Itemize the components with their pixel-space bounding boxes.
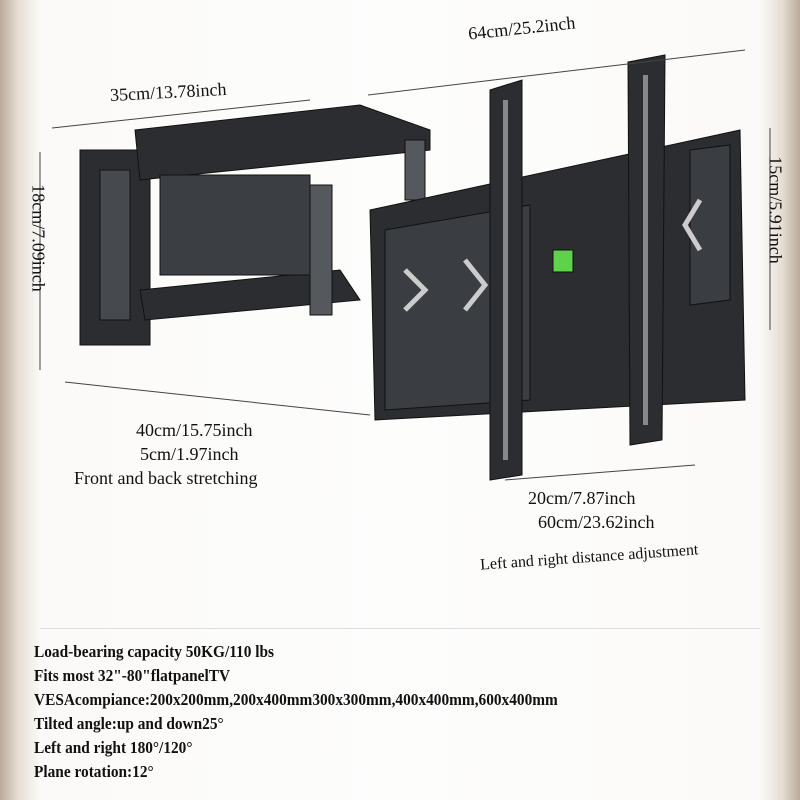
spec-tilt: Tilted angle:up and down25° xyxy=(34,714,224,733)
dim-max-spacing: 60cm/23.62inch xyxy=(538,512,655,532)
dim-extension: 40cm/15.75inch xyxy=(136,420,253,440)
spec-load: Load-bearing capacity 50KG/110 lbs xyxy=(34,642,274,661)
spec-vesa: VESAcompiance:200x200mm,200x400mm300x300… xyxy=(34,690,558,709)
extension-caption: Front and back stretching xyxy=(74,468,258,488)
spec-list: Load-bearing capacity 50KG/110 lbs Fits … xyxy=(34,640,597,784)
lower-arm xyxy=(139,269,361,321)
spec-swivel: Left and right 180°/120° xyxy=(34,738,193,757)
upper-arm xyxy=(134,104,431,181)
spec-rotation: Plane rotation:12° xyxy=(34,762,154,781)
divider xyxy=(40,628,760,629)
bubble-level xyxy=(552,249,574,273)
dim-tv-plate-height: 15cm/5.91inch xyxy=(765,156,786,264)
dim-min-spacing: 20cm/7.87inch xyxy=(528,488,636,508)
spec-tv-size: Fits most 32"-80"flatpanelTV xyxy=(34,666,231,685)
dim-retraction: 5cm/1.97inch xyxy=(140,444,239,464)
dim-wall-plate-height: 18cm/7.09inch xyxy=(28,184,49,292)
